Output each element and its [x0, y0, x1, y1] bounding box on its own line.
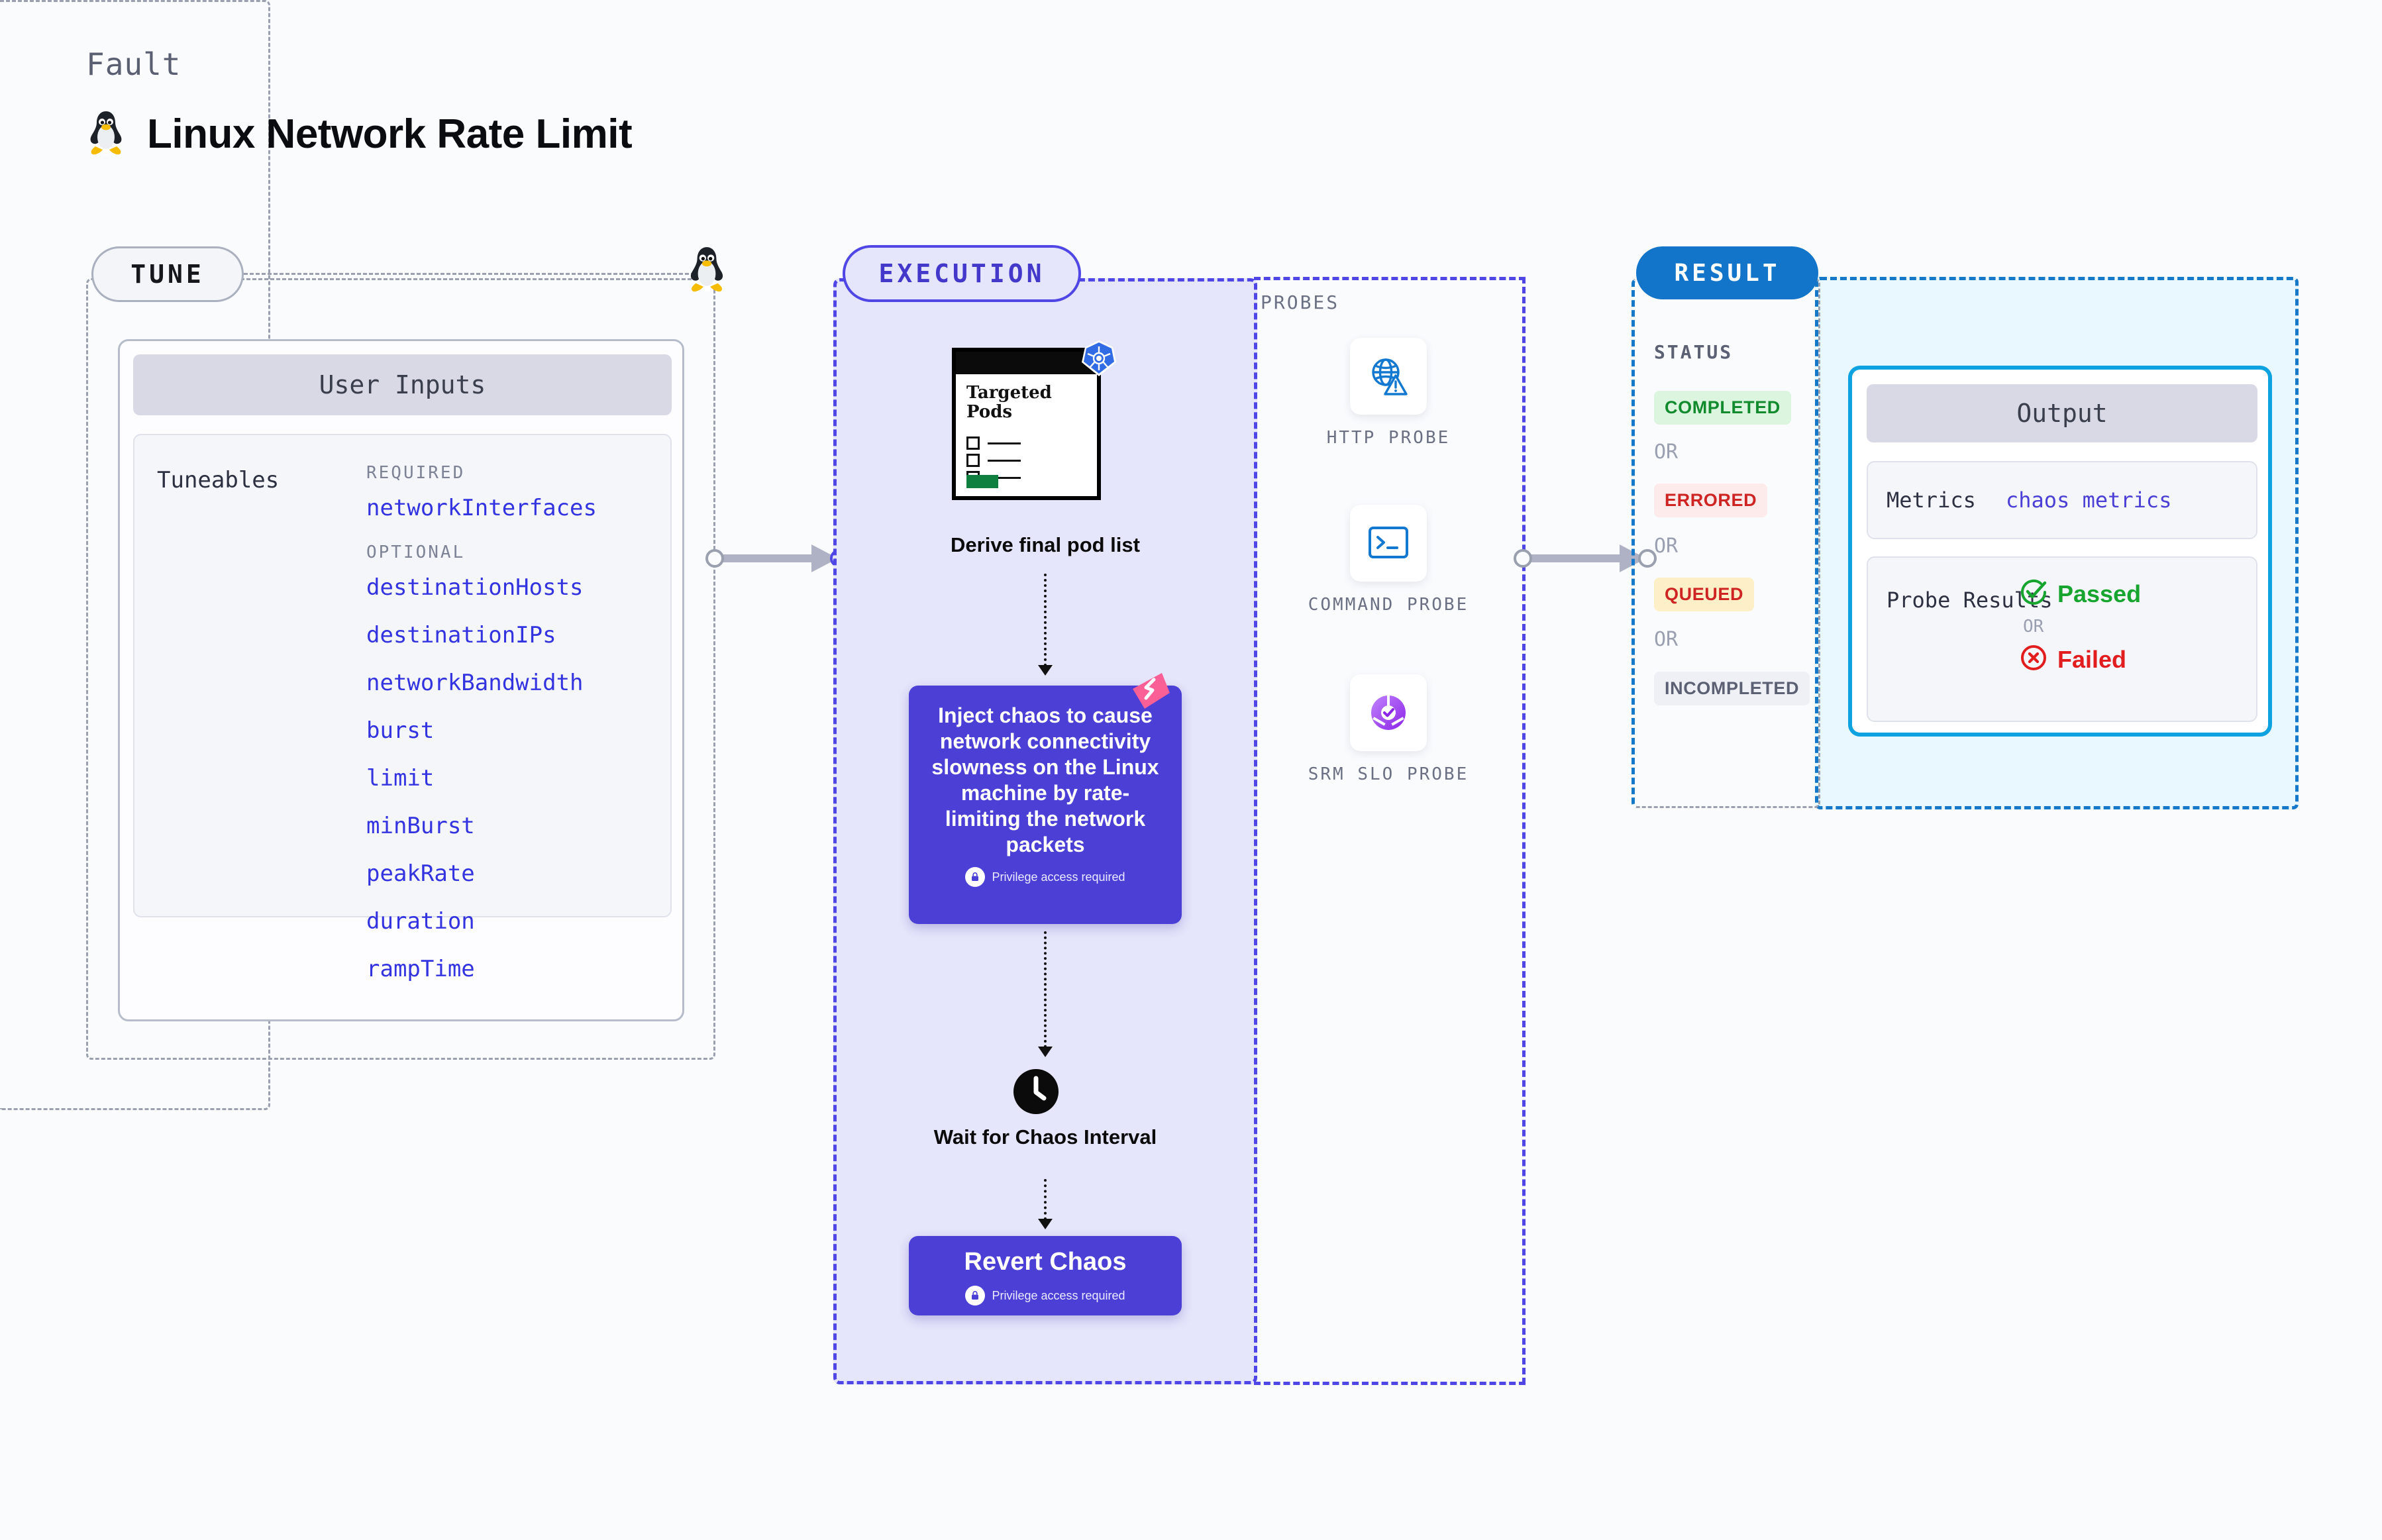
derive-pod-list-label: Derive final pod list — [951, 533, 1140, 556]
tuneable-item[interactable]: destinationHosts — [366, 574, 584, 601]
privilege-note-row: Privilege access required — [927, 867, 1163, 888]
flow-arrow-head — [1038, 1047, 1053, 1057]
privilege-note-text: Privilege access required — [992, 1288, 1125, 1302]
kubernetes-icon — [1080, 339, 1118, 378]
flow-arrow-shaft — [1044, 574, 1047, 666]
user-inputs-card: User Inputs Tuneables REQUIRED networkIn… — [118, 339, 684, 1021]
flow-arrow-head — [1038, 1219, 1053, 1229]
probe-result-or: OR — [2023, 617, 2044, 637]
required-group-title: REQUIRED — [366, 463, 466, 483]
inject-chaos-step: Inject chaos to cause network connectivi… — [909, 686, 1182, 924]
tuneable-item[interactable]: burst — [366, 717, 435, 744]
inject-chaos-description: Inject chaos to cause network connectivi… — [931, 703, 1159, 857]
flow-arrow-shaft — [1044, 931, 1047, 1048]
globe-alert-icon — [1350, 338, 1427, 415]
execution-stage-pill[interactable]: EXECUTION — [843, 245, 1081, 302]
privilege-note-row: Privilege access required — [909, 1286, 1182, 1306]
status-section-label: STATUS — [1654, 341, 1734, 363]
probe-result-passed: Passed — [2019, 578, 2141, 610]
metrics-value[interactable]: chaos metrics — [2006, 488, 2172, 513]
output-title: Output — [1867, 384, 2257, 442]
status-or-separator: OR — [1654, 628, 1679, 651]
probe-caption: COMMAND PROBE — [1308, 595, 1469, 615]
line-placeholder — [988, 459, 1021, 462]
metrics-row: Metrics chaos metrics — [1867, 461, 2257, 539]
revert-chaos-title: Revert Chaos — [964, 1248, 1127, 1276]
privilege-note-text: Privilege access required — [992, 870, 1125, 884]
check-circle-icon — [2019, 578, 2048, 610]
tuneable-item[interactable]: networkInterfaces — [366, 495, 597, 521]
page-title-row: Linux Network Rate Limit — [87, 109, 633, 159]
fault-eyebrow-label: Fault — [86, 46, 181, 82]
status-badge-queued: QUEUED — [1654, 578, 1755, 611]
probe-srm-slo[interactable]: SRM SLO PROBE — [1269, 674, 1508, 786]
tuneables-label: Tuneables — [157, 467, 280, 493]
probes-frame-bottom-border — [1254, 1382, 1526, 1385]
probe-caption: HTTP PROBE — [1326, 428, 1451, 448]
lock-icon — [965, 1286, 986, 1306]
status-or-separator: OR — [1654, 440, 1679, 464]
flow-arrow-head — [1038, 665, 1053, 676]
probe-caption: SRM SLO PROBE — [1308, 764, 1469, 784]
passed-label: Passed — [2057, 580, 2142, 607]
wait-for-chaos-interval-label: Wait for Chaos Interval — [933, 1125, 1157, 1149]
probes-frame-top-border — [1254, 277, 1526, 280]
terminal-icon — [1350, 505, 1427, 582]
probes-frame-right-border — [1522, 277, 1526, 1384]
pod-list-row — [966, 454, 1021, 467]
targeted-pods-document: Targeted Pods — [952, 348, 1101, 500]
tune-stage-pill[interactable]: TUNE — [91, 246, 244, 302]
tuneable-item[interactable]: rampTime — [366, 956, 475, 982]
status-or-separator: OR — [1654, 535, 1679, 558]
lock-icon — [965, 867, 986, 888]
probes-section-label: PROBES — [1261, 291, 1340, 313]
checkbox-icon — [966, 454, 980, 467]
tune-top-dashed-connector — [244, 273, 701, 275]
targeted-pods-title: Targeted Pods — [966, 383, 1052, 423]
metrics-label: Metrics — [1887, 488, 1976, 513]
tuneable-item[interactable]: peakRate — [366, 860, 475, 887]
document-title-bar — [956, 352, 1097, 374]
status-badge-completed: COMPLETED — [1654, 391, 1791, 425]
tuneables-list: REQUIRED networkInterfaces OPTIONAL dest… — [366, 463, 658, 1003]
probe-result-failed: Failed — [2019, 643, 2141, 676]
page-title: Linux Network Rate Limit — [147, 111, 633, 157]
tuneable-item[interactable]: networkBandwidth — [366, 670, 584, 696]
revert-chaos-step: Revert Chaos Privilege access required — [909, 1236, 1182, 1315]
pod-list-row — [966, 436, 1021, 450]
probe-results-row: Probe Results Passed OR — [1867, 556, 2257, 722]
line-placeholder — [988, 476, 1021, 479]
flow-arrow-shaft — [1044, 1179, 1047, 1220]
status-badge-incompleted: INCOMPLETED — [1654, 672, 1810, 705]
linux-penguin-icon — [87, 109, 125, 159]
output-card: Output Metrics chaos metrics Probe Resul… — [1848, 366, 2272, 737]
user-inputs-title: User Inputs — [133, 354, 672, 415]
srm-slo-gauge-icon — [1350, 674, 1427, 751]
connector-tune-to-execution — [705, 544, 849, 572]
linux-penguin-icon-small — [688, 245, 726, 296]
probe-http[interactable]: HTTP PROBE — [1269, 338, 1508, 450]
litmus-chaos-icon — [1123, 670, 1174, 711]
tuneable-item[interactable]: minBurst — [366, 813, 475, 839]
connector-execution-to-result — [1514, 544, 1657, 572]
probe-command[interactable]: COMMAND PROBE — [1269, 505, 1508, 617]
status-badge-errored: ERRORED — [1654, 484, 1768, 517]
checkbox-icon — [966, 436, 980, 450]
clock-icon — [1012, 1068, 1060, 1115]
line-placeholder — [988, 442, 1021, 444]
x-circle-icon — [2019, 643, 2048, 676]
optional-group-title: OPTIONAL — [366, 542, 466, 562]
tuneable-item[interactable]: destinationIPs — [366, 622, 556, 648]
green-status-bar — [966, 475, 998, 488]
result-stage-pill[interactable]: RESULT — [1636, 246, 1818, 299]
tuneable-item[interactable]: limit — [366, 765, 435, 792]
tuneables-panel: Tuneables REQUIRED networkInterfaces OPT… — [133, 434, 672, 982]
failed-label: Failed — [2057, 645, 2127, 673]
tune-stage-frame — [86, 278, 715, 1060]
tuneable-item[interactable]: duration — [366, 908, 475, 935]
probe-results-values: Passed OR Failed — [2019, 578, 2141, 676]
